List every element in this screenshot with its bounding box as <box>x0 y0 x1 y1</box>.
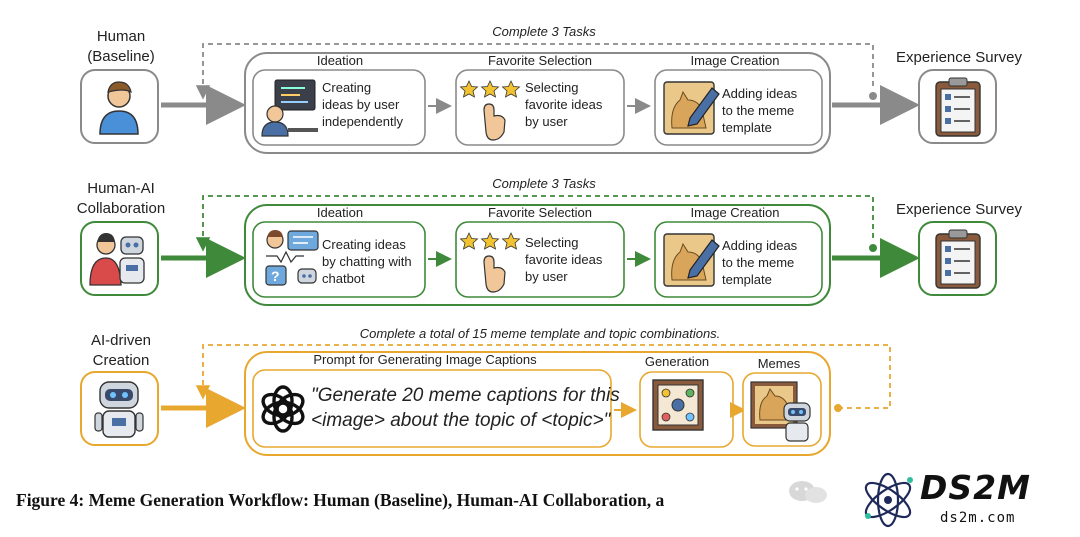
stage-text-line: independently <box>322 114 403 129</box>
loop-label: Complete 3 Tasks <box>492 24 596 39</box>
stage-text-line: chatbot <box>322 271 365 286</box>
logo-wordmark: DS2M <box>920 468 1031 507</box>
computer-user-icon <box>261 79 318 137</box>
stage-text-line: Adding ideas <box>722 238 798 253</box>
openai-logo-icon <box>261 385 305 433</box>
stage-text-line: Adding ideas <box>722 86 798 101</box>
loop-arrow <box>195 43 874 100</box>
row-ai-driven: AI-driven Creation Complete a total of 1… <box>80 326 891 456</box>
survey-label: Experience Survey <box>896 49 1022 66</box>
svg-text:?: ? <box>271 268 280 284</box>
loop-dot <box>869 244 877 252</box>
stage-text-line: favorite ideas <box>525 252 603 267</box>
prompt-line: "Generate 20 meme captions for this <box>311 385 620 406</box>
memes-label: Memes <box>758 356 801 371</box>
wechat-watermark-icon <box>789 481 827 503</box>
ds2m-logo: DS2M ds2m.com <box>858 466 1068 532</box>
human-icon <box>99 81 139 135</box>
actor-label-line2: Creation <box>93 352 150 369</box>
stage-text-line: Selecting <box>525 80 578 95</box>
stage-text-line: favorite ideas <box>525 97 603 112</box>
stage-text-line: Creating <box>322 80 371 95</box>
stars-hand-icon <box>459 80 521 141</box>
atom-logo-icon <box>864 472 913 528</box>
stars-hand-icon <box>459 232 521 293</box>
loop-label: Complete 3 Tasks <box>492 176 596 191</box>
stage-text-line: template <box>722 272 772 287</box>
stage-title-ideation: Ideation <box>317 205 363 220</box>
actor-label-line2: (Baseline) <box>87 48 155 65</box>
loop-dot <box>834 404 842 412</box>
meme-pencil-icon <box>663 233 720 287</box>
row-human-baseline: Human (Baseline) Complete 3 Tasks Ideati… <box>80 24 1022 154</box>
robot-icon <box>94 381 144 438</box>
stage-title-favorite: Favorite Selection <box>488 53 592 68</box>
stage-text-line: to the meme <box>722 255 794 270</box>
loop-dot <box>869 92 877 100</box>
stage-title-image: Image Creation <box>691 53 780 68</box>
logo-url: ds2m.com <box>940 510 1016 526</box>
generation-label: Generation <box>645 354 709 369</box>
human-robot-icon <box>89 233 145 286</box>
stage-text-line: by user <box>525 114 568 129</box>
loop-arrow <box>195 344 891 409</box>
loop-arrow <box>195 195 874 252</box>
stage-text-line: ideas by user <box>322 97 400 112</box>
clipboard-icon <box>935 77 981 137</box>
stage-text-line: by chatting with <box>322 254 412 269</box>
stage-title-favorite: Favorite Selection <box>488 205 592 220</box>
actor-label-line1: Human <box>97 28 145 45</box>
clipboard-icon <box>935 229 981 289</box>
generation-icon <box>652 379 704 431</box>
stage-text-line: Creating ideas <box>322 237 406 252</box>
figure-caption: Figure 4: Meme Generation Workflow: Huma… <box>16 490 665 510</box>
row-human-ai: Human-AI Collaboration Complete 3 Tasks … <box>77 176 1022 306</box>
loop-label: Complete a total of 15 meme template and… <box>360 326 721 341</box>
stage-title-ideation: Ideation <box>317 53 363 68</box>
survey-label: Experience Survey <box>896 201 1022 218</box>
stage-text-line: by user <box>525 269 568 284</box>
prompt-line: <image> about the topic of <topic>" <box>311 410 612 431</box>
stage-text-line: Selecting <box>525 235 578 250</box>
meme-robot-icon <box>750 381 811 442</box>
stage-title-image: Image Creation <box>691 205 780 220</box>
chat-icon: ? <box>265 230 319 286</box>
prompt-title: Prompt for Generating Image Captions <box>313 352 537 367</box>
actor-label-line1: Human-AI <box>87 180 155 197</box>
stage-text-line: to the meme <box>722 103 794 118</box>
meme-pencil-icon <box>663 81 720 135</box>
prompt-box <box>252 369 612 448</box>
actor-label-line2: Collaboration <box>77 200 165 217</box>
actor-label-line1: AI-driven <box>91 332 151 349</box>
stage-text-line: template <box>722 120 772 135</box>
